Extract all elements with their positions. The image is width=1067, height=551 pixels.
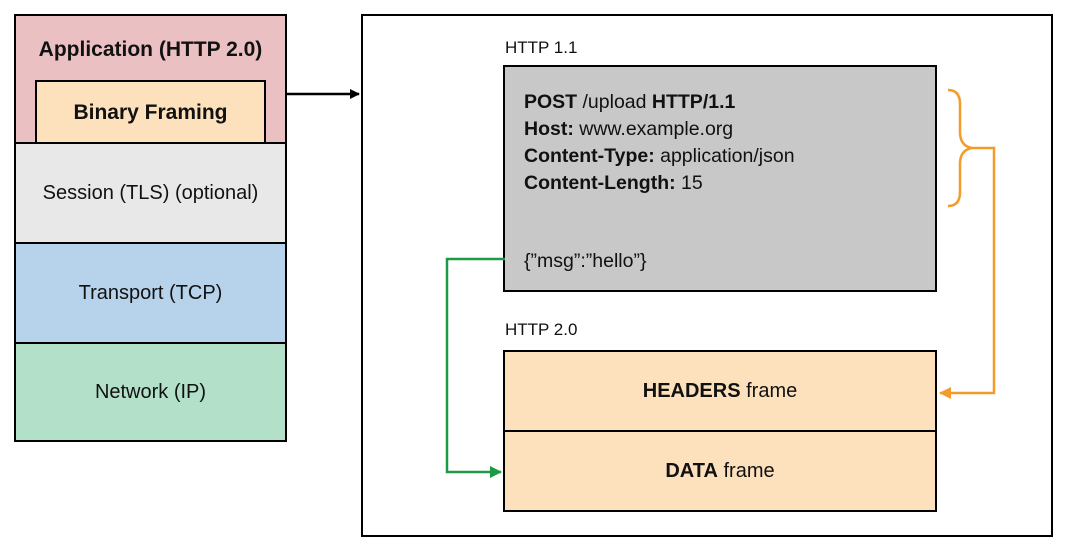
headers-frame-label: HEADERS frame — [643, 380, 797, 403]
binary-framing-layer: Binary Framing — [35, 80, 266, 144]
data-frame: DATA frame — [503, 430, 937, 512]
transport-layer: Transport (TCP) — [14, 242, 287, 344]
request-method: POST — [524, 91, 578, 113]
header-line-host: Host: www.example.org — [524, 116, 935, 143]
data-frame-type: DATA — [665, 459, 718, 482]
headers-frame: HEADERS frame — [503, 350, 937, 432]
transport-layer-label: Transport (TCP) — [78, 281, 223, 304]
request-line: POST /upload HTTP/1.1 — [524, 89, 935, 116]
header-value: 15 — [675, 172, 703, 194]
header-value: www.example.org — [573, 118, 734, 140]
request-body: {”msg”:”hello”} — [524, 250, 647, 272]
binary-framing-label: Binary Framing — [73, 101, 228, 124]
headers-brace-icon — [947, 88, 973, 208]
header-line-content-type: Content-Type: application/json — [524, 143, 935, 170]
request-version: HTTP/1.1 — [651, 91, 736, 113]
data-frame-suffix: frame — [717, 459, 775, 482]
request-path: /upload — [577, 91, 652, 113]
data-frame-label: DATA frame — [665, 460, 774, 483]
network-layer-label: Network (IP) — [94, 380, 207, 403]
headers-frame-suffix: frame — [740, 379, 798, 402]
http11-request-box: POST /upload HTTP/1.1 Host: www.example.… — [503, 65, 937, 292]
session-layer-label: Session (TLS) (optional) — [42, 181, 259, 204]
session-layer: Session (TLS) (optional) — [14, 142, 287, 244]
headers-mapping-arrow — [939, 146, 996, 399]
header-name: Host: — [524, 118, 574, 140]
header-line-content-length: Content-Length: 15 — [524, 170, 935, 197]
headers-frame-type: HEADERS — [642, 379, 741, 402]
data-mapping-arrow — [445, 257, 505, 478]
network-layer: Network (IP) — [14, 342, 287, 442]
header-name: Content-Type: — [524, 145, 655, 167]
http11-caption: HTTP 1.1 — [505, 38, 578, 57]
header-value: application/json — [654, 145, 795, 167]
http20-caption: HTTP 2.0 — [505, 320, 578, 339]
header-name: Content-Length: — [524, 172, 676, 194]
application-layer-label: Application (HTTP 2.0) — [38, 38, 263, 61]
